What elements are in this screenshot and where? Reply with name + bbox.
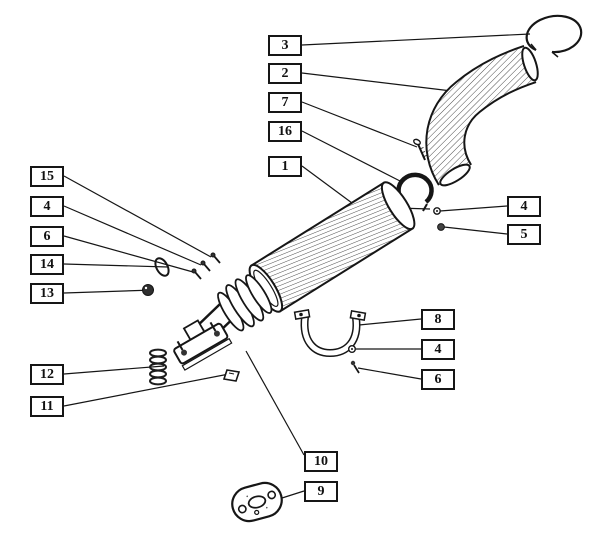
callout-15: 15 <box>30 166 64 187</box>
spring-12-part <box>149 348 167 386</box>
gasket-9-part <box>231 481 283 523</box>
callout-4-left: 4 <box>30 196 64 217</box>
callout-5: 5 <box>507 224 541 245</box>
leader-lines <box>63 33 531 499</box>
callout-10: 10 <box>304 451 338 472</box>
callout-4-upper-right: 4 <box>507 196 541 217</box>
elbow-hose-part <box>425 45 539 187</box>
ring-14-part <box>154 257 170 277</box>
screw-7-part <box>413 138 427 161</box>
callout-4-mid-right: 4 <box>421 339 455 360</box>
callout-2: 2 <box>268 63 302 84</box>
u-clamp-8-part <box>293 308 367 358</box>
callout-9: 9 <box>304 481 338 502</box>
nut-5-part <box>437 223 445 231</box>
callout-1: 1 <box>268 156 302 177</box>
callout-3: 3 <box>268 35 302 56</box>
silencer-tube-part <box>248 181 416 313</box>
callout-6-left: 6 <box>30 226 64 247</box>
callout-14: 14 <box>30 254 64 275</box>
callout-7: 7 <box>268 92 302 113</box>
washer-4-upper-part <box>433 207 441 215</box>
callout-13: 13 <box>30 283 64 304</box>
callout-8: 8 <box>421 309 455 330</box>
clip-11-part <box>222 369 241 382</box>
callout-11: 11 <box>30 396 64 417</box>
ball-13-part <box>142 284 154 296</box>
callout-12: 12 <box>30 364 64 385</box>
callout-16: 16 <box>268 121 302 142</box>
hose-clamp-wire-part <box>525 14 583 58</box>
manifold-assembly-part <box>173 274 273 371</box>
stud-fasteners-part <box>191 252 221 280</box>
washer-4-mid-part <box>348 345 357 354</box>
callout-6-mid-right: 6 <box>421 369 455 390</box>
screw-6-mid-part <box>350 360 360 374</box>
